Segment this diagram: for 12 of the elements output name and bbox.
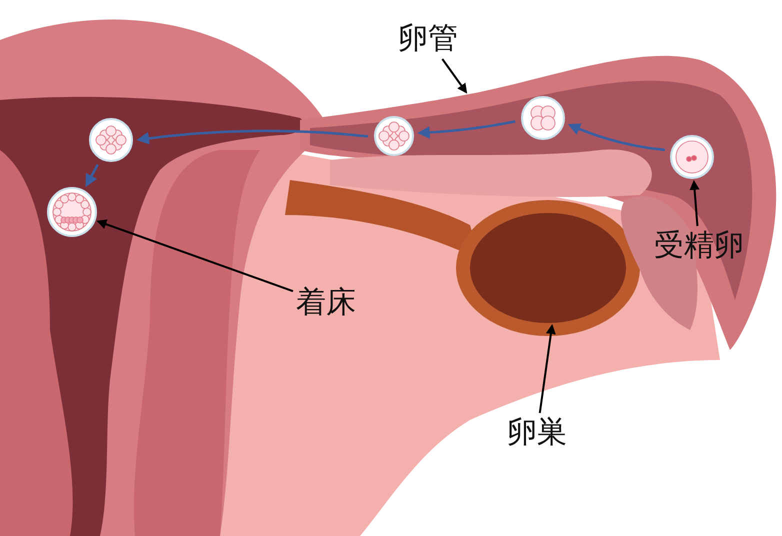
leader-line bbox=[538, 324, 556, 414]
arrow bbox=[136, 130, 368, 145]
arrow bbox=[568, 123, 666, 152]
arrow bbox=[417, 120, 516, 139]
callout-label: 卵管 bbox=[398, 22, 458, 56]
leader-line bbox=[690, 180, 700, 226]
callout-label: 着床 bbox=[296, 286, 356, 320]
arrow bbox=[86, 164, 99, 187]
callout-label: 卵巣 bbox=[507, 416, 567, 450]
leader-line bbox=[96, 219, 294, 292]
callout-label: 受精卵 bbox=[654, 229, 744, 263]
leader-line bbox=[442, 58, 468, 94]
